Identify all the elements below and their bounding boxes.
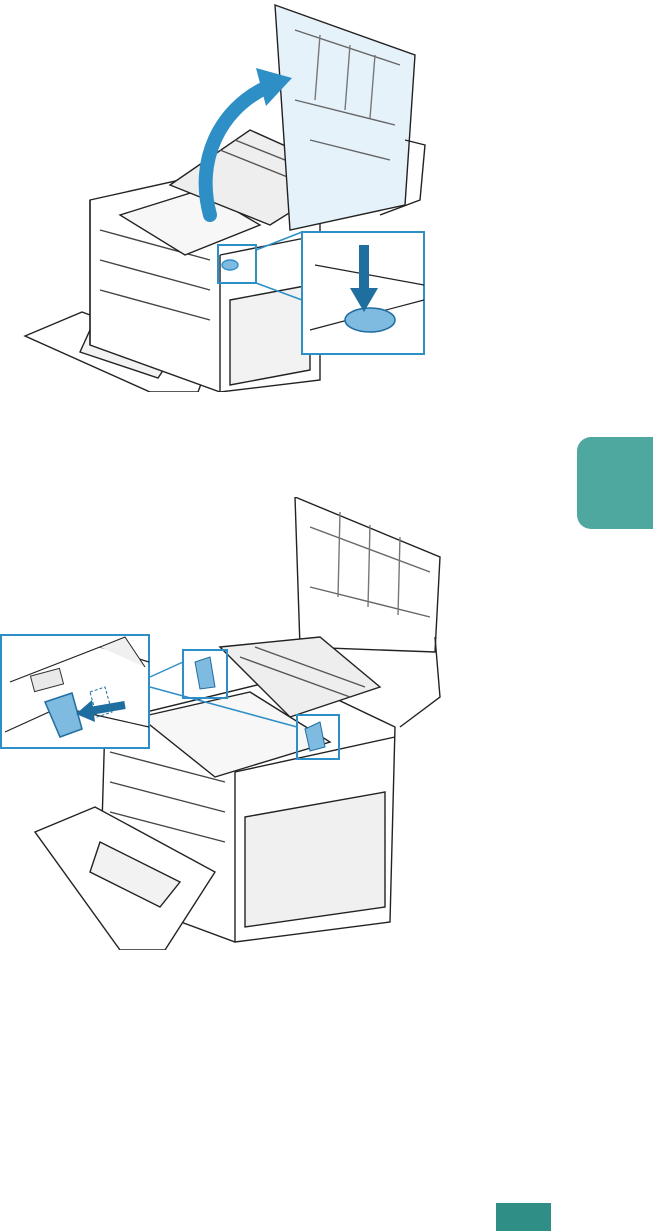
chapter-tab [577,437,653,529]
figure-open-top-cover [20,0,430,392]
figure-push-lever [0,497,445,950]
button-press-inset [302,232,424,354]
page-number-box [496,1203,551,1231]
lever-inset [1,635,149,748]
top-cover-illustration [275,5,425,230]
